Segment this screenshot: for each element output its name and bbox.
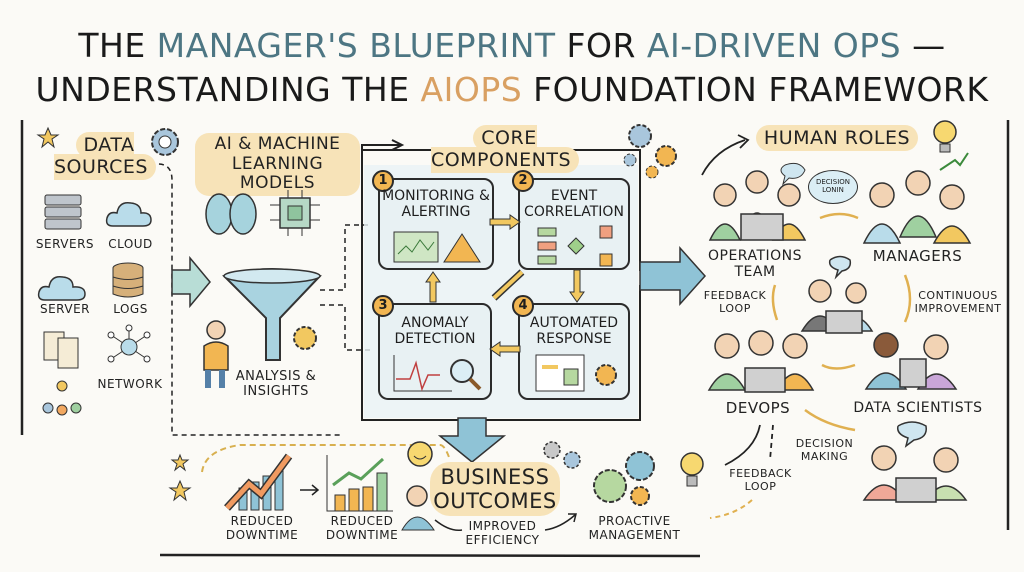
outcome-reduced-downtime-2: REDUCED DOWNTIME [325,514,399,542]
component-number-badge: 3 [372,295,394,317]
title-segment: AIOPS [420,70,523,109]
gears-icon [623,124,677,179]
servers-icon [44,194,82,230]
business-outcomes-heading: BUSINESS OUTCOMES [430,462,560,517]
source-label-cloud: CLOUD [108,237,153,251]
flow-continuous-improvement: CONTINUOUS IMPROVEMENT [914,289,1002,315]
operations-team-illustration [708,162,807,241]
component-number-badge: 4 [512,295,534,317]
component-label: MONITORING & ALERTING [382,188,490,221]
title-segment: MANAGER'S BLUEPRINT [156,26,556,65]
devops-team-illustration [707,330,815,393]
source-label-servers: SERVERS [35,237,95,251]
funnel-icon [222,268,322,361]
lightbulb-icon [933,120,957,153]
arrow-up-icon [425,271,441,303]
cloud-icon [105,201,152,227]
outcome-improved-efficiency: IMPROVED EFFICIENCY [465,519,540,547]
chip-icon [270,190,320,236]
brain-icon [205,193,257,235]
analysis-insights-caption: ANALYSIS & INSIGHTS [235,369,317,399]
manager-pair-illustration [800,255,874,334]
title-segment: FOR [555,26,647,65]
managers-illustration [862,152,972,244]
gear-icon [151,128,179,156]
data-sources-heading: DATA SOURCES [50,132,160,180]
source-label-network: NETWORK [97,377,163,391]
component-event-correlation[interactable]: 2 EVENT CORRELATION [512,170,630,270]
source-label-logs: LOGS [113,302,148,316]
ai-models-heading-text: AI & MACHINE LEARNING MODELS [195,133,360,196]
bar-line-chart-icon [326,455,393,512]
component-monitoring-alerting[interactable]: 1 MONITORING & ALERTING [372,170,494,270]
component-automated-response[interactable]: 4 AUTOMATED RESPONSE [512,295,630,400]
arrow-left-icon [489,341,521,357]
human-roles-heading: HUMAN ROLES [752,125,922,151]
speech-bubble-decision: DECISION LONIN [808,170,858,204]
arrow-down-icon [569,269,585,303]
automation-window-gear-icon [535,354,617,392]
lightbulb-gear-icon [293,326,317,350]
proactive-gears-icon [593,451,655,506]
stars-icon [168,453,192,502]
component-anomaly-detection[interactable]: 3 ANOMALY DETECTION [372,295,492,400]
decision-pair-illustration [862,421,968,503]
title-segment: THE [78,26,157,65]
ai-models-heading: AI & MACHINE LEARNING MODELS [195,133,360,196]
correlation-flow-icon [537,225,613,267]
component-label: AUTOMATED RESPONSE [529,315,619,348]
component-label: EVENT CORRELATION [524,188,624,221]
small-gears-icon [543,441,581,469]
role-operations-team: OPERATIONS TEAM [707,248,803,281]
network-icon [107,324,151,363]
growth-chart-icon [224,453,293,511]
people-hierarchy-icon [42,380,82,416]
analyst-person-icon [203,320,229,388]
title-line-2: UNDERSTANDING THE AIOPS FOUNDATION FRAME… [0,70,1024,109]
anomaly-chart-magnifier-icon [393,355,482,392]
flow-decision-making: DECISION MAKING [795,437,854,463]
data-scientists-illustration [864,332,958,390]
role-managers: MANAGERS [872,247,963,265]
source-label-server: SERVER [39,302,90,316]
arrow-diagonal-icon [491,269,525,301]
component-label: ANOMALY DETECTION [394,315,476,348]
role-data-scientists: DATA SCIENTISTS [853,400,983,416]
database-logs-icon [112,262,144,298]
core-components-heading: CORE COMPONENTS [405,125,605,173]
lightbulb-icon [680,452,704,487]
core-components-heading-text: CORE COMPONENTS [430,125,580,173]
smiling-woman-icon [401,441,435,531]
human-roles-heading-text: HUMAN ROLES [755,125,919,151]
documents-icon [43,331,79,369]
arrow-right-icon [489,214,521,230]
title-line-1: THE MANAGER'S BLUEPRINT FOR AI-DRIVEN OP… [0,26,1024,65]
data-sources-heading-text: DATA SOURCES [53,132,156,180]
star-icon [36,126,60,149]
title-segment: — [901,26,946,65]
flow-feedback-loop-1: FEEDBACK LOOP [703,289,767,315]
component-number-badge: 2 [512,170,534,192]
outcome-proactive-management: PROACTIVE MANAGEMENT [588,514,681,542]
outcome-reduced-downtime-1: REDUCED DOWNTIME [225,514,299,542]
component-number-badge: 1 [372,170,394,192]
monitor-chart-alert-icon [393,231,481,263]
role-devops: DEVOPS [725,399,791,417]
flow-feedback-loop-2: FEEDBACK LOOP [729,467,792,493]
title-segment: UNDERSTANDING THE [35,70,421,109]
server-cloud-icon [37,275,86,301]
title-segment: AI-DRIVEN OPS [646,26,902,65]
title-segment: FOUNDATION FRAMEWORK [522,70,989,109]
